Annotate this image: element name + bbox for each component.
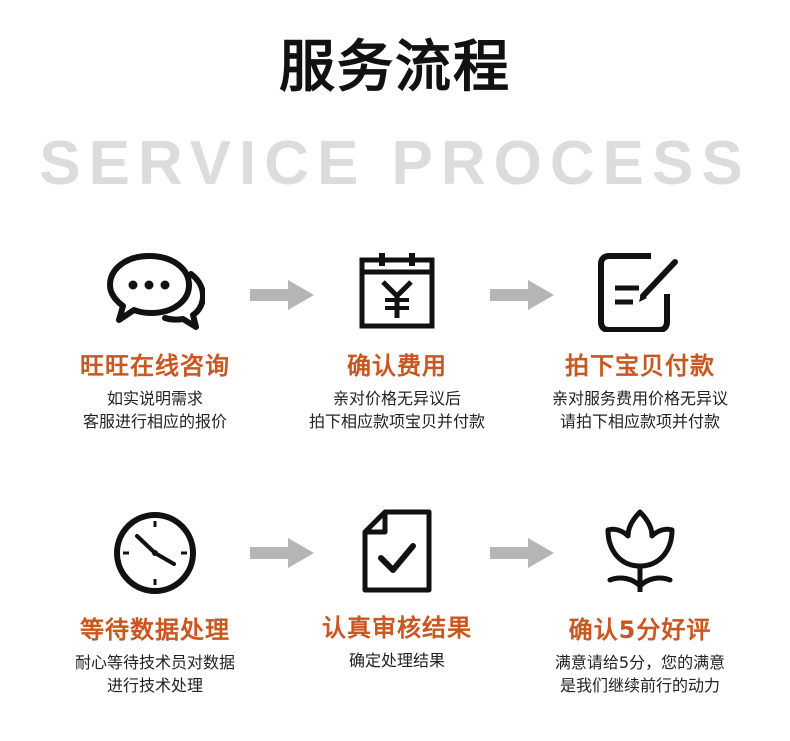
page-subtitle: SERVICE PROCESS	[39, 129, 751, 198]
chat-bubbles-icon	[107, 253, 205, 330]
step-desc-line: 亲对价格无异议后	[332, 389, 461, 408]
step-title: 确认5分好评	[568, 616, 712, 644]
step-title: 确认费用	[347, 352, 447, 380]
step-five-star-review: 确认5分好评 满意请给5分，您的满意 是我们继续前行的动力	[515, 508, 765, 697]
step-title: 拍下宝贝付款	[565, 352, 715, 380]
document-check-icon	[362, 509, 432, 593]
clock-icon	[114, 512, 196, 594]
step-desc-line: 耐心等待技术员对数据	[74, 653, 235, 672]
step-data-processing: 等待数据处理 耐心等待技术员对数据 进行技术处理	[30, 510, 280, 697]
arrow-right-icon	[490, 280, 554, 310]
step-desc-line: 进行技术处理	[106, 676, 203, 695]
step-review-result: 认真审核结果 确定处理结果	[272, 508, 522, 672]
step-desc-line: 满意请给5分，您的满意	[554, 653, 726, 672]
step-title: 认真审核结果	[322, 614, 472, 642]
arrow-right-icon	[250, 538, 314, 568]
calendar-yuan-icon	[359, 253, 435, 329]
step-desc-line: 是我们继续前行的动力	[559, 676, 720, 695]
step-online-consult: 旺旺在线咨询 如实说明需求 客服进行相应的报价	[30, 250, 280, 433]
step-desc-line: 如实说明需求	[106, 389, 203, 408]
edit-note-icon	[598, 253, 678, 332]
step-desc-line: 拍下相应款项宝贝并付款	[308, 412, 485, 431]
step-title: 旺旺在线咨询	[80, 352, 230, 380]
step-desc-line: 亲对服务费用价格无异议	[551, 389, 728, 408]
step-desc-line: 客服进行相应的报价	[82, 412, 227, 431]
step-desc-line: 确定处理结果	[348, 651, 445, 670]
step-pay: 拍下宝贝付款 亲对服务费用价格无异议 请拍下相应款项并付款	[515, 250, 765, 433]
tulip-icon	[605, 509, 675, 592]
page-title: 服务流程	[279, 35, 511, 100]
arrow-right-icon	[250, 280, 314, 310]
step-confirm-fee: 确认费用 亲对价格无异议后 拍下相应款项宝贝并付款	[272, 250, 522, 433]
step-desc-line: 请拍下相应款项并付款	[559, 412, 720, 431]
step-title: 等待数据处理	[80, 616, 230, 644]
arrow-right-icon	[490, 538, 554, 568]
